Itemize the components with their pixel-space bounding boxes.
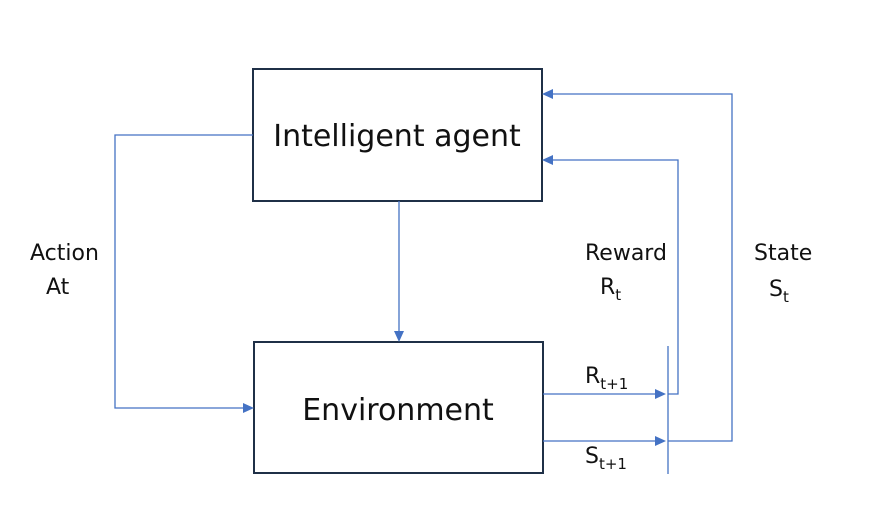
reward-label: Reward bbox=[585, 241, 667, 266]
reward-next-arrowhead bbox=[655, 389, 666, 399]
state-feedback-connector bbox=[551, 93, 733, 442]
state-symbol-label: St bbox=[769, 277, 789, 306]
state-next-arrowhead bbox=[655, 436, 666, 446]
environment-box bbox=[253, 341, 544, 474]
agent-to-environment-arrowhead bbox=[394, 331, 404, 342]
reward-feedback-connector bbox=[551, 159, 679, 395]
action-connector bbox=[114, 134, 253, 409]
action-label: Action bbox=[30, 241, 99, 266]
agent-box bbox=[252, 68, 543, 202]
action-symbol-label: At bbox=[46, 275, 70, 300]
state-feedback-arrowhead bbox=[542, 89, 553, 99]
environment-label: Environment bbox=[302, 393, 494, 428]
agent-label: Intelligent agent bbox=[273, 119, 521, 154]
action-arrowhead bbox=[243, 403, 254, 413]
reward-next-label: Rt+1 bbox=[585, 364, 628, 393]
state-next-label: St+1 bbox=[585, 444, 627, 473]
reward-feedback-arrowhead bbox=[542, 155, 553, 165]
reward-symbol-label: Rt bbox=[600, 275, 621, 304]
state-label: State bbox=[754, 241, 812, 266]
